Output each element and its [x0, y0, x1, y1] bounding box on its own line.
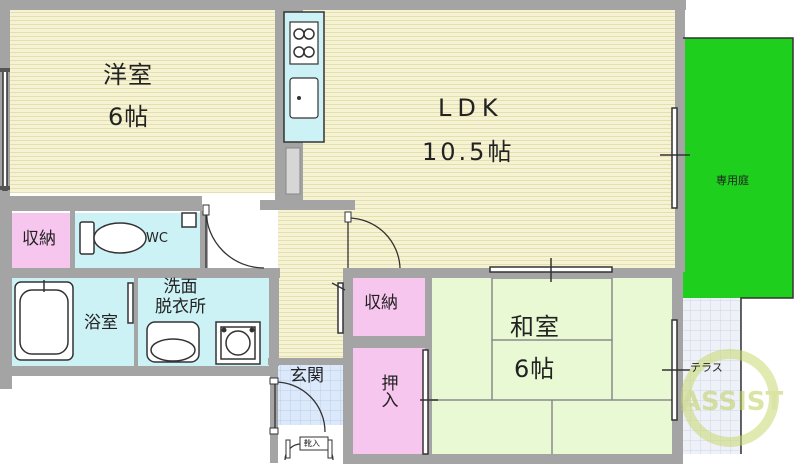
garden-area [683, 38, 793, 298]
toilet [79, 212, 197, 255]
terrace-label: テラス [690, 361, 723, 374]
corner-marks [0, 68, 10, 190]
shoe-box-label: 靴入 [304, 439, 320, 448]
ldk-name: LDK [438, 94, 504, 122]
wc-label: WC [146, 231, 168, 246]
svg-text:ASSIST: ASSIST [681, 387, 784, 417]
washbasin-and-washer [146, 321, 261, 365]
oshiire-label: 押入 [377, 374, 398, 408]
door-leaves [202, 204, 352, 435]
western-room-name: 洋室 [103, 61, 153, 89]
bath-label: 浴室 [84, 313, 118, 333]
storage-right-floor [353, 278, 425, 336]
hall-floor [278, 210, 343, 360]
storage-right-label: 収納 [364, 293, 398, 313]
entrance-steps [285, 439, 333, 459]
assist-logo-watermark: ASSIST [681, 349, 784, 447]
storage-left-floor [12, 213, 70, 268]
ldk-size: 10.5帖 [422, 138, 515, 166]
western-room-size: 6帖 [108, 103, 150, 131]
entrance-floor [278, 365, 343, 425]
garden-outline [683, 37, 794, 454]
entrance-label: 玄関 [290, 366, 324, 386]
japanese-room-size: 6帖 [514, 355, 556, 383]
garden-label: 専用庭 [716, 174, 749, 187]
ldk-floor [303, 10, 675, 268]
western-room-floor [10, 10, 275, 193]
kitchen-counter [283, 11, 325, 195]
washroom-label: 洗面 脱衣所 [155, 277, 206, 317]
storage-left-label: 収納 [22, 229, 56, 249]
oshiire-floor [353, 348, 425, 454]
japanese-room-name: 和室 [510, 313, 560, 341]
bathtub [14, 280, 74, 361]
